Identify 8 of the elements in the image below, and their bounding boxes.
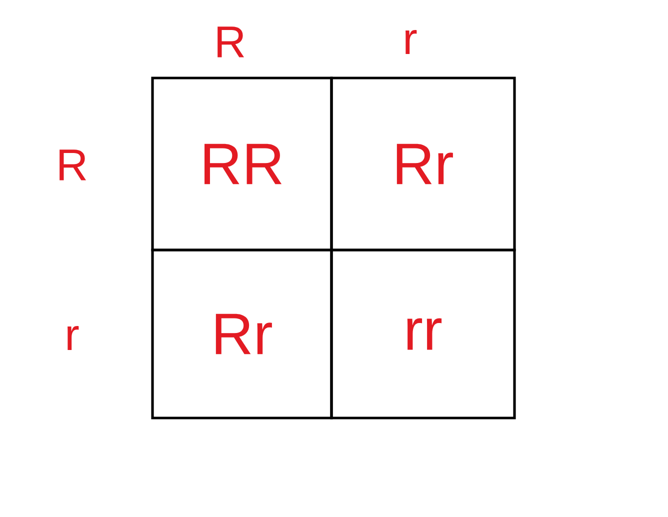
allele-label: r — [406, 30, 417, 54]
punnett-cell: RR — [151, 76, 333, 252]
allele-label: r — [68, 326, 79, 350]
punnett-cell: Rr — [151, 248, 333, 420]
punnett-cell: Rr — [330, 76, 516, 252]
punnett-cell: rr — [330, 248, 516, 420]
allele-label: R — [218, 26, 244, 58]
allele-label: R — [60, 150, 86, 180]
